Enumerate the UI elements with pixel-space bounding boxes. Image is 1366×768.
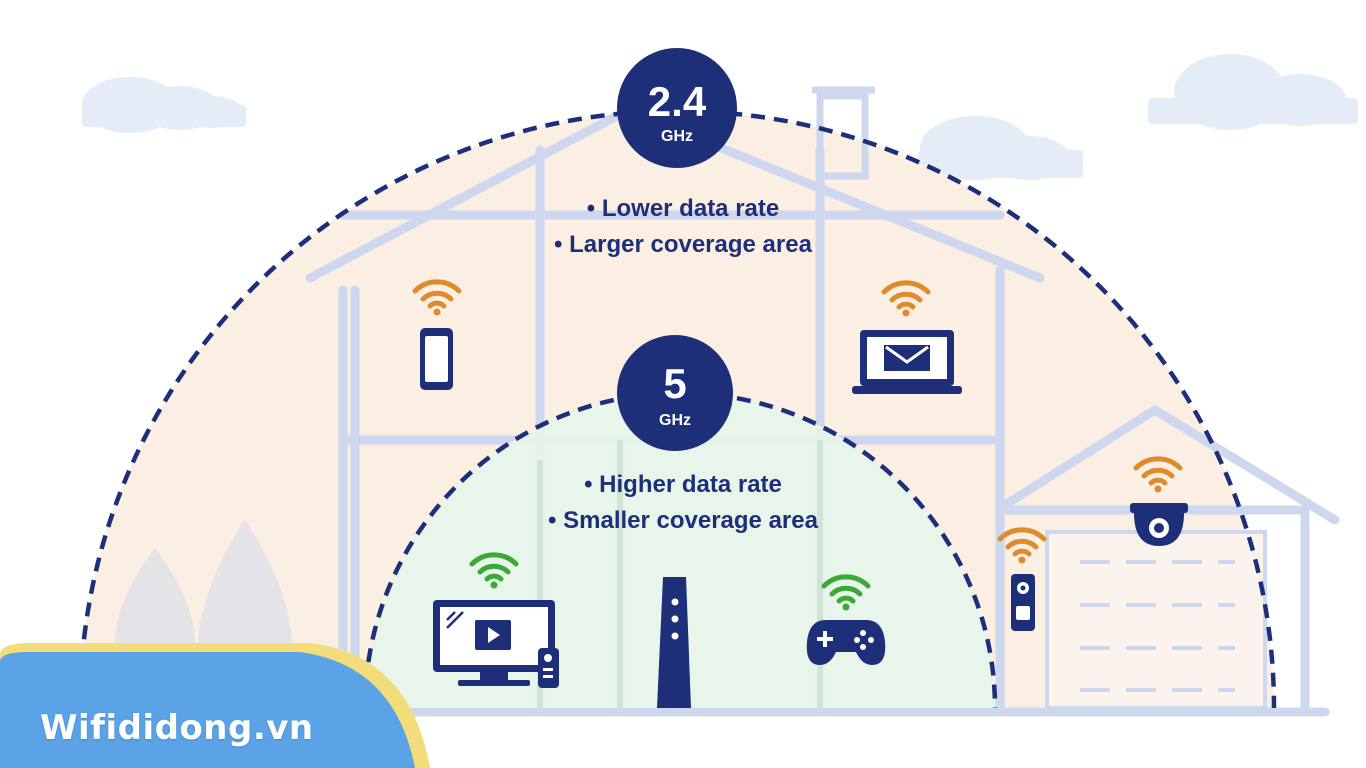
feature-24-line-2: • Larger coverage area [554,231,813,258]
tv-icon [433,600,555,686]
badge-5ghz-unit: GHz [659,412,691,429]
remote-control-icon [538,648,559,688]
chimney [812,86,875,180]
cloud-left-icon [82,77,246,133]
gamepad-icon [806,620,886,665]
feature-24-line-1: • Lower data rate [587,195,779,222]
cloud-center-icon [918,116,1083,180]
watermark-banner [0,643,430,768]
router-icon [657,577,691,708]
garage-door [1045,530,1267,710]
laptop-mail-icon [852,330,962,394]
badge-24ghz-unit: GHz [661,128,693,145]
feature-5-line-2: • Smaller coverage area [548,507,819,534]
badge-24ghz: 2.4 GHz [617,48,737,168]
security-camera-icon [1130,503,1188,546]
coverage-boundary-24ghz [77,108,1277,709]
badge-5ghz: 5 GHz [617,335,733,451]
phone-icon [420,328,453,390]
badge-24ghz-number: 2.4 [648,78,707,125]
feature-5-line-1: • Higher data rate [584,471,782,498]
cloud-right-icon [1148,54,1358,130]
watermark-text: Wifididong.vn [40,708,314,748]
badge-5ghz-number: 5 [663,360,686,407]
doorbell-icon [1011,574,1035,631]
